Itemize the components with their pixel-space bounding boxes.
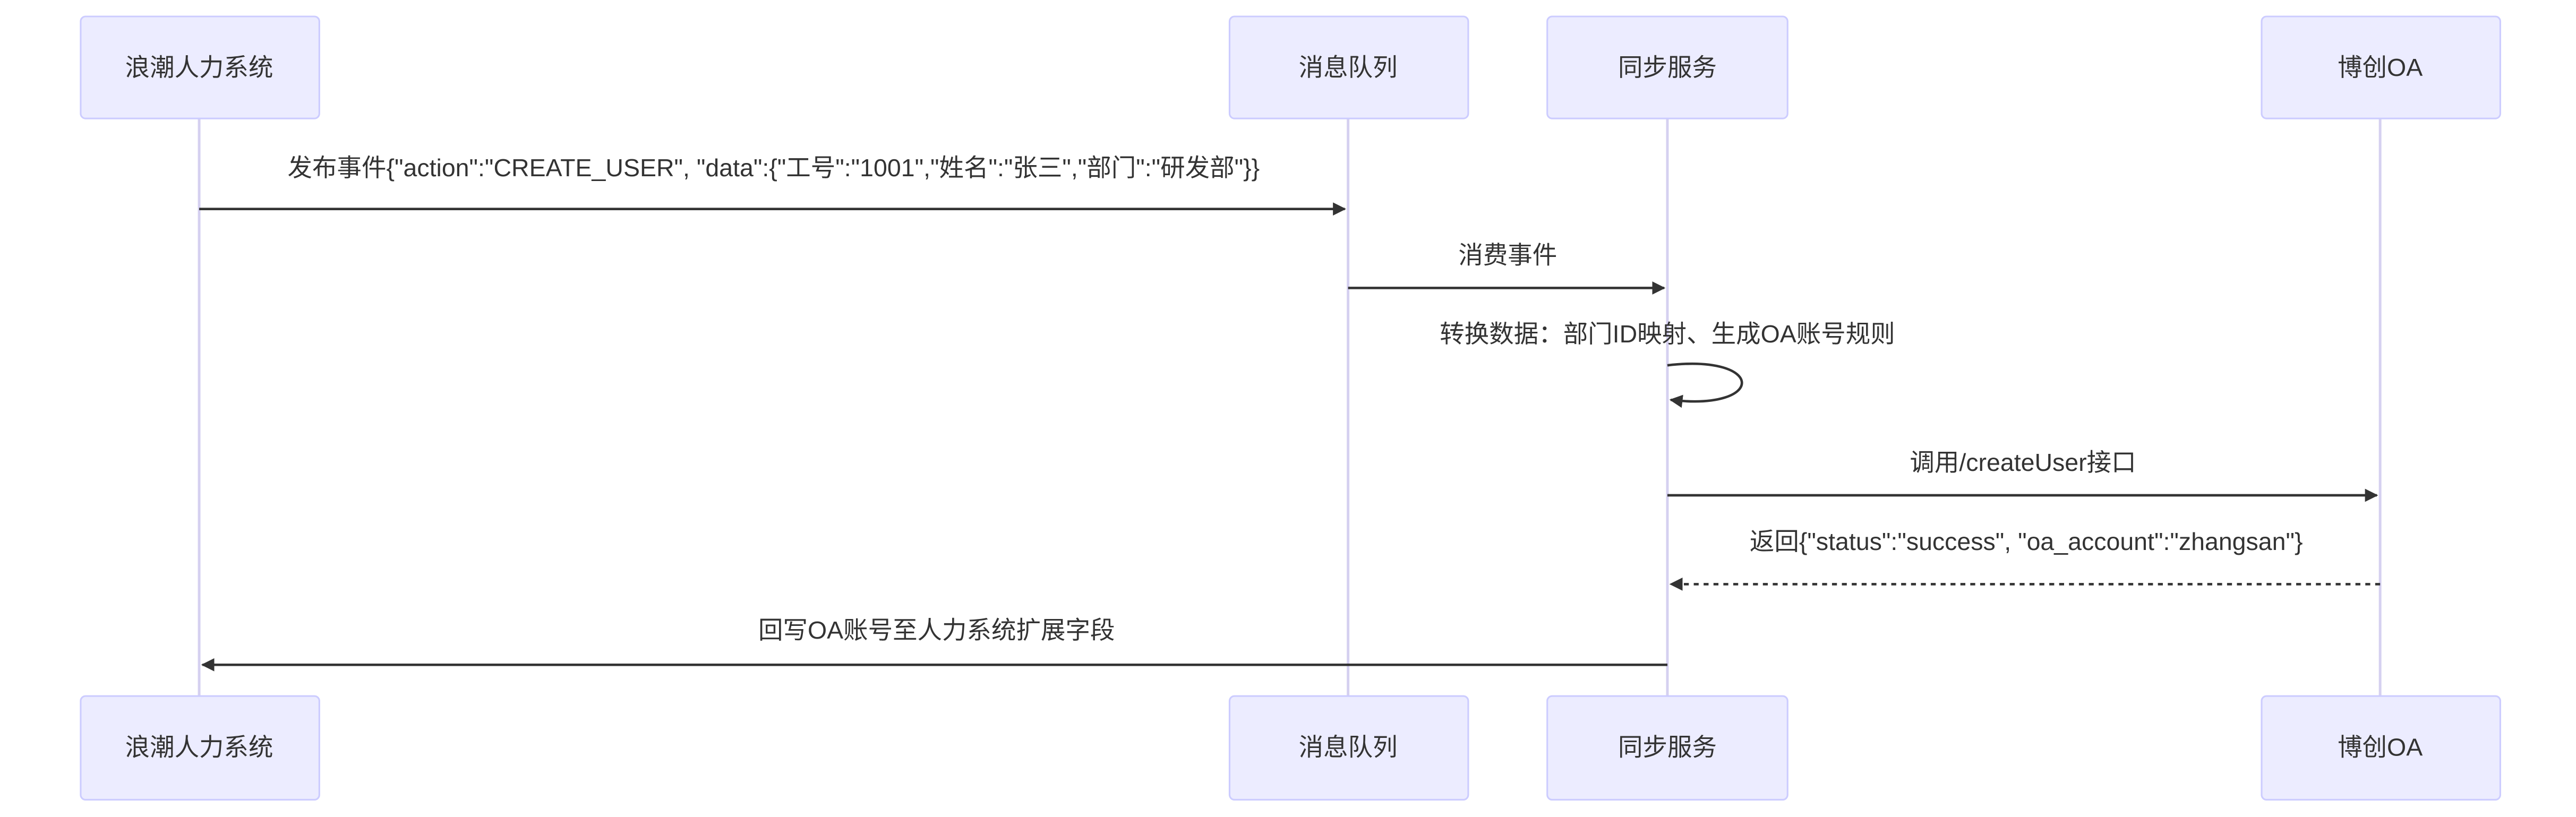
message-return-result: 返回{"status":"success", "oa_account":"zha…	[1669, 528, 2381, 591]
actor-oa-bottom: 博创OA	[2261, 695, 2501, 801]
message-publish-event: 发布事件{"action":"CREATE_USER", "data":{"工号…	[199, 154, 1346, 216]
actor-hr-bottom: 浪潮人力系统	[80, 695, 320, 801]
actor-sync-top: 同步服务	[1546, 15, 1788, 119]
message-label: 转换数据：部门ID映射、生成OA账号规则	[1440, 320, 1895, 348]
message-label: 返回{"status":"success", "oa_account":"zha…	[1750, 528, 2303, 555]
actor-mq-top: 消息队列	[1228, 15, 1469, 119]
message-transform-data: 转换数据：部门ID映射、生成OA账号规则	[1440, 320, 1895, 408]
actor-label: 同步服务	[1618, 733, 1717, 761]
message-consume-event: 消费事件	[1348, 241, 1666, 295]
actor-label: 浪潮人力系统	[125, 54, 273, 81]
actor-label: 同步服务	[1618, 54, 1717, 81]
message-label: 调用/createUser接口	[1910, 449, 2136, 476]
message-label: 消费事件	[1458, 241, 1557, 269]
message-write-back: 回写OA账号至人力系统扩展字段	[201, 616, 1667, 672]
self-loop-arrow	[1667, 362, 1743, 408]
actor-sync-bottom: 同步服务	[1546, 695, 1788, 801]
actor-mq-bottom: 消息队列	[1228, 695, 1469, 801]
actor-label: 浪潮人力系统	[125, 733, 273, 761]
actor-label: 消息队列	[1299, 733, 1398, 761]
message-call-create-user: 调用/createUser接口	[1667, 449, 2378, 502]
actor-hr-top: 浪潮人力系统	[80, 15, 320, 119]
message-label: 回写OA账号至人力系统扩展字段	[758, 616, 1115, 644]
message-label: 发布事件{"action":"CREATE_USER", "data":{"工号…	[288, 154, 1260, 182]
actor-oa-top: 博创OA	[2261, 15, 2501, 119]
actor-label: 博创OA	[2338, 733, 2423, 761]
actor-label: 博创OA	[2338, 54, 2423, 81]
actor-label: 消息队列	[1299, 54, 1398, 81]
